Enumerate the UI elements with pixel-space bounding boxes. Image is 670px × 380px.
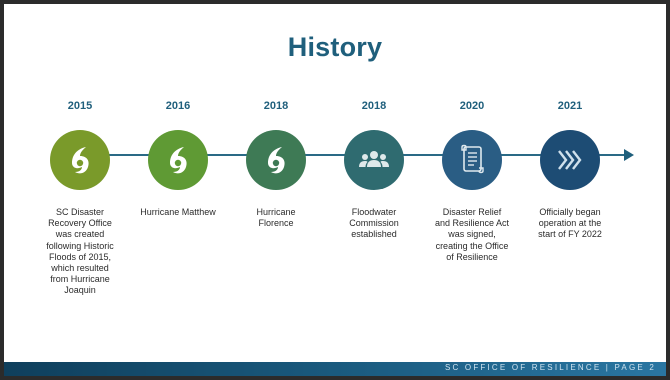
milestone-description: SC Disaster Recovery Office was created … [46,207,114,296]
timeline-milestone-2021: 2021 Officially began operation at the s… [520,4,620,334]
milestone-description: Disaster Relief and Resilience Act was s… [434,207,510,262]
milestone-year: 2016 [165,100,191,112]
milestone-description: Floodwater Commission established [349,207,399,240]
slide: History 2015 SC Disaster Recovery Office… [4,4,666,376]
milestone-description: Hurricane Florence [256,207,296,229]
timeline-arrowhead [624,149,634,161]
milestone-year: 2018 [263,100,289,112]
milestone-year: 2018 [361,100,387,112]
people-icon [359,151,389,167]
milestone-circle [148,130,208,190]
milestone-year: 2021 [557,100,583,112]
hurricane-icon [72,147,89,174]
timeline-milestone-2015: 2015 SC Disaster Recovery Office was cre… [30,4,130,334]
footer-text: SC OFFICE OF RESILIENCE | PAGE 2 [444,363,656,372]
footer-bar: SC OFFICE OF RESILIENCE | PAGE 2 [4,362,666,376]
milestone-description: Officially began operation at the start … [538,207,602,240]
milestone-circle [442,130,502,190]
hurricane-icon [170,147,187,174]
milestone-year: 2015 [67,100,93,112]
milestone-description: Hurricane Matthew [140,207,216,217]
timeline-milestone-2018-a: 2018 Hurricane Florence [226,4,326,334]
timeline-milestone-2020: 2020 Disaster Relief and Resilience Act … [422,4,522,334]
milestone-year: 2020 [459,100,485,112]
chevrons-icon [558,150,582,170]
milestone-circle [50,130,110,190]
milestone-circle [344,130,404,190]
scroll-icon [461,144,484,174]
milestone-circle [246,130,306,190]
timeline-milestone-2016: 2016 Hurricane Matthew [128,4,228,334]
milestone-circle [540,130,600,190]
slide-title: History [287,32,383,62]
hurricane-icon [268,147,285,174]
timeline-milestone-2018-b: 2018 Floodwater Commission established [324,4,424,334]
